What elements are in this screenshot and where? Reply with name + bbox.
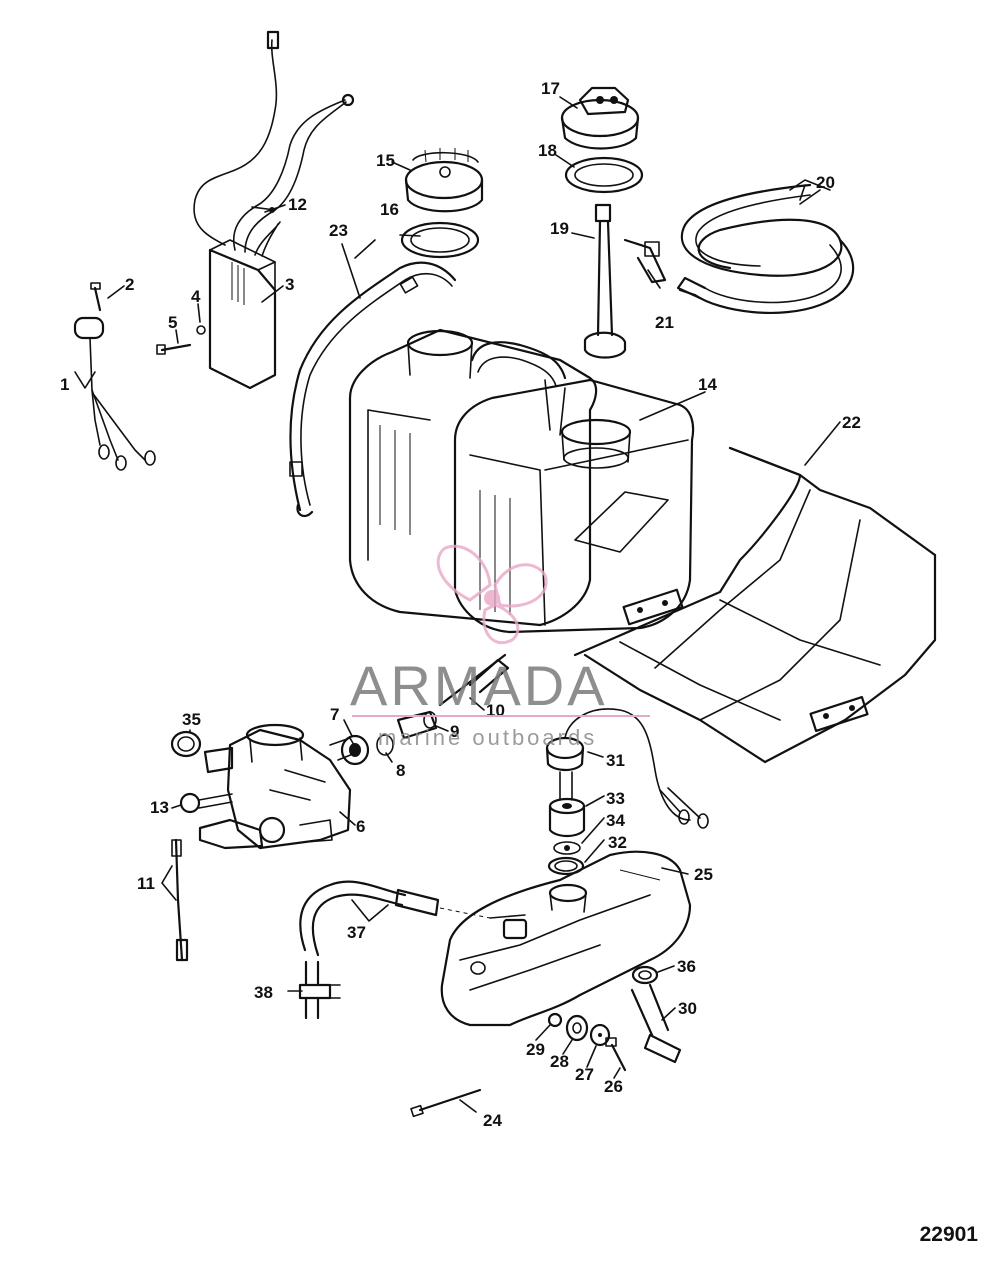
callout-19: 19 [550, 219, 569, 238]
callout-26: 26 [604, 1077, 623, 1096]
part-19-pickup-tube [583, 203, 627, 359]
armada-watermark: ARMADA marine outboards [350, 544, 650, 750]
callout-15: 15 [376, 151, 395, 170]
callout-31: 31 [606, 751, 625, 770]
part-18-gasket [564, 156, 644, 194]
part-2-screw [90, 282, 102, 312]
part-13-screw [179, 792, 233, 814]
callout-22: 22 [842, 413, 861, 432]
callout-30: 30 [678, 999, 697, 1018]
watermark-tagline: marine outboards [378, 725, 597, 750]
callout-11: 11 [137, 874, 155, 893]
part-29-fitting [547, 1012, 563, 1028]
callout-17: 17 [541, 79, 560, 98]
part-36-clamp [631, 965, 659, 985]
part-8-o-ring [376, 734, 394, 756]
part-16-gasket [400, 221, 480, 259]
part-11-rod [171, 838, 189, 962]
callout-18: 18 [538, 141, 557, 160]
callout-12: 12 [288, 195, 307, 214]
part-24-tie-strap [410, 1088, 482, 1118]
callout-21: 21 [655, 313, 674, 332]
callout-13: 13 [150, 798, 169, 817]
callout-6: 6 [356, 817, 365, 836]
part-1-harness [73, 316, 156, 471]
callout-23: 23 [329, 221, 348, 240]
callout-14: 14 [698, 375, 717, 394]
part-3-power-pack [193, 30, 355, 390]
part-9-bushing [396, 710, 438, 740]
callout-36: 36 [677, 957, 696, 976]
part-35-clamp [170, 730, 202, 758]
part-15-fuel-cap [404, 148, 484, 213]
part-26-screw [605, 1037, 627, 1072]
part-34-washer [553, 841, 581, 855]
callout-1: 1 [60, 375, 69, 394]
propeller-logo-icon [436, 544, 548, 645]
part-14-fuel-tank [348, 328, 695, 634]
callout-4: 4 [191, 287, 201, 306]
part-25-oil-tank [440, 850, 692, 1027]
part-10-shaft [438, 653, 510, 707]
callout-numbers: 1 2 3 4 5 6 7 8 9 10 11 12 13 14 15 16 1… [60, 79, 861, 1130]
callout-38: 38 [254, 983, 273, 1002]
callout-20: 20 [816, 173, 835, 192]
part-28-grommet [565, 1014, 589, 1042]
part-37-hose [299, 880, 491, 957]
callout-8: 8 [396, 761, 405, 780]
part-33-grommet [548, 797, 586, 838]
callout-34: 34 [606, 811, 625, 830]
part-7-seal [340, 734, 370, 766]
callout-24: 24 [483, 1111, 502, 1130]
part-31-knob [545, 708, 709, 829]
part-32-gasket [547, 856, 585, 876]
watermark-brand: ARMADA [350, 654, 608, 717]
part-17-gauge-cap [560, 86, 640, 150]
callout-5: 5 [168, 313, 177, 332]
part-30-hose [630, 983, 682, 1064]
part-21-fitting [623, 238, 667, 284]
part-20-fuel-hose [676, 179, 855, 314]
part-4-washer [196, 325, 206, 335]
callout-29: 29 [526, 1040, 545, 1059]
callout-7: 7 [330, 705, 339, 724]
callout-16: 16 [380, 200, 399, 219]
part-6-fuel-pump [198, 723, 359, 850]
callout-28: 28 [550, 1052, 569, 1071]
part-27-washer [589, 1023, 611, 1047]
part-23-strap [289, 261, 457, 518]
callout-35: 35 [182, 710, 201, 729]
part-38-tee-fitting [298, 960, 341, 1020]
callout-9: 9 [450, 722, 459, 741]
callout-33: 33 [606, 789, 625, 808]
callout-2: 2 [125, 275, 134, 294]
callout-37: 37 [347, 923, 366, 942]
callout-27: 27 [575, 1065, 594, 1084]
leader-lines [74, 96, 841, 1113]
diagram-number: 22901 [919, 1223, 978, 1246]
part-5-screw [156, 343, 192, 355]
callout-25: 25 [694, 865, 713, 884]
callout-32: 32 [608, 833, 627, 852]
callout-3: 3 [285, 275, 294, 294]
part-22-bracket [573, 446, 937, 764]
